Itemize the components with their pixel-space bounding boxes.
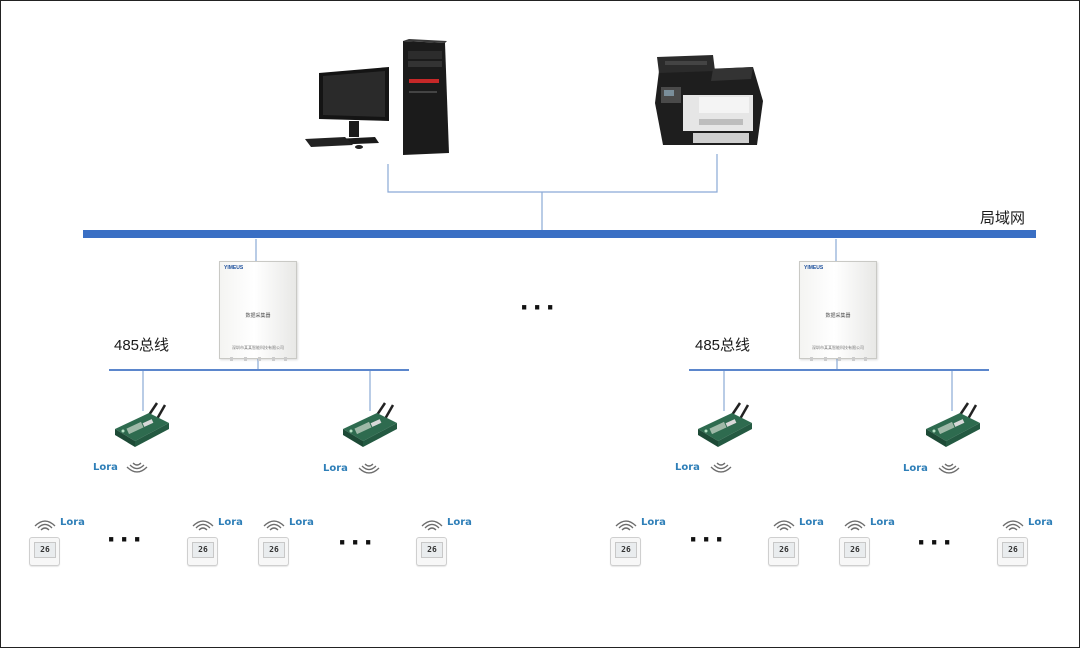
collector-ellipsis: ··· bbox=[520, 291, 559, 324]
thermostat-lora-label-4: Lora bbox=[447, 517, 472, 528]
wifi-signal-icon bbox=[844, 520, 866, 531]
gateway-lora-label-2: Lora bbox=[323, 463, 348, 474]
thermostat-reading: 26 bbox=[192, 542, 214, 558]
wifi-signal-icon bbox=[34, 520, 56, 531]
collector-maker: 深圳市某某智能科技有限公司 bbox=[812, 345, 864, 350]
lan-label: 局域网 bbox=[980, 210, 1026, 227]
collector-maker: 深圳市某某智能科技有限公司 bbox=[232, 345, 284, 350]
thermostat-reading: 26 bbox=[34, 542, 56, 558]
thermostat-ellipsis-1: ··· bbox=[107, 523, 146, 556]
thermostat-reading: 26 bbox=[421, 542, 443, 558]
thermostat-icon: 26 bbox=[258, 537, 289, 566]
thermostat-reading: 26 bbox=[844, 542, 866, 558]
wifi-signal-icon bbox=[710, 462, 732, 473]
collector-name: 数据采集器 bbox=[245, 313, 271, 319]
collector-name: 数据采集器 bbox=[825, 313, 851, 319]
lan-bus-line bbox=[83, 230, 1036, 238]
wifi-signal-icon bbox=[126, 462, 148, 473]
gateway-lora-label-4: Lora bbox=[903, 463, 928, 474]
thermostat-reading: 26 bbox=[773, 542, 795, 558]
printer-icon bbox=[655, 55, 763, 145]
thermostat-reading: 26 bbox=[615, 542, 637, 558]
lora-gateway-icon bbox=[115, 402, 169, 447]
thermostat-lora-label-7: Lora bbox=[870, 517, 895, 528]
thermostat-reading: 26 bbox=[1002, 542, 1024, 558]
wifi-signal-icon bbox=[938, 463, 960, 474]
gateway-lora-label-1: Lora bbox=[93, 462, 118, 473]
thermostat-lora-label-1: Lora bbox=[60, 517, 85, 528]
thermostat-icon: 26 bbox=[187, 537, 218, 566]
thermostat-icon: 26 bbox=[839, 537, 870, 566]
wifi-signal-icon bbox=[773, 520, 795, 531]
thermostat-ellipsis-2: ··· bbox=[338, 526, 377, 559]
thermostat-icon: 26 bbox=[610, 537, 641, 566]
gateway-lora-label-3: Lora bbox=[675, 462, 700, 473]
wifi-signal-icon bbox=[358, 463, 380, 474]
lora-gateway-icon bbox=[698, 402, 752, 447]
thermostat-lora-label-5: Lora bbox=[641, 517, 666, 528]
collector-logo: YIMEUS bbox=[224, 265, 244, 271]
wifi-signal-icon bbox=[615, 520, 637, 531]
thermostat-icon: 26 bbox=[997, 537, 1028, 566]
thermostat-ellipsis-4: ··· bbox=[917, 526, 956, 559]
thermostat-icon: 26 bbox=[29, 537, 60, 566]
pc-printer-link bbox=[387, 154, 718, 193]
thermostat-lora-label-8: Lora bbox=[1028, 517, 1053, 528]
wifi-signal-icon bbox=[263, 520, 285, 531]
wifi-signal-icon bbox=[1002, 520, 1024, 531]
rs485-bus-label-left: 485总线 bbox=[114, 337, 170, 354]
thermostat-lora-label-2: Lora bbox=[218, 517, 243, 528]
thermostat-lora-label-6: Lora bbox=[799, 517, 824, 528]
wifi-signal-icon bbox=[421, 520, 443, 531]
thermostat-lora-label-3: Lora bbox=[289, 517, 314, 528]
thermostat-ellipsis-3: ··· bbox=[689, 523, 728, 556]
data-collector-right: YIMEUS 数据采集器 深圳市某某智能科技有限公司 bbox=[799, 261, 877, 361]
data-collector-left: YIMEUS 数据采集器 深圳市某某智能科技有限公司 bbox=[219, 261, 297, 361]
lora-gateway-icon bbox=[926, 402, 980, 447]
thermostat-icon: 26 bbox=[768, 537, 799, 566]
desktop-computer-icon bbox=[305, 39, 449, 155]
thermostat-icon: 26 bbox=[416, 537, 447, 566]
thermostat-reading: 26 bbox=[263, 542, 285, 558]
collector-logo: YIMEUS bbox=[804, 265, 824, 271]
rs485-bus-label-right: 485总线 bbox=[695, 337, 751, 354]
lora-gateway-icon bbox=[343, 402, 397, 447]
wifi-signal-icon bbox=[192, 520, 214, 531]
